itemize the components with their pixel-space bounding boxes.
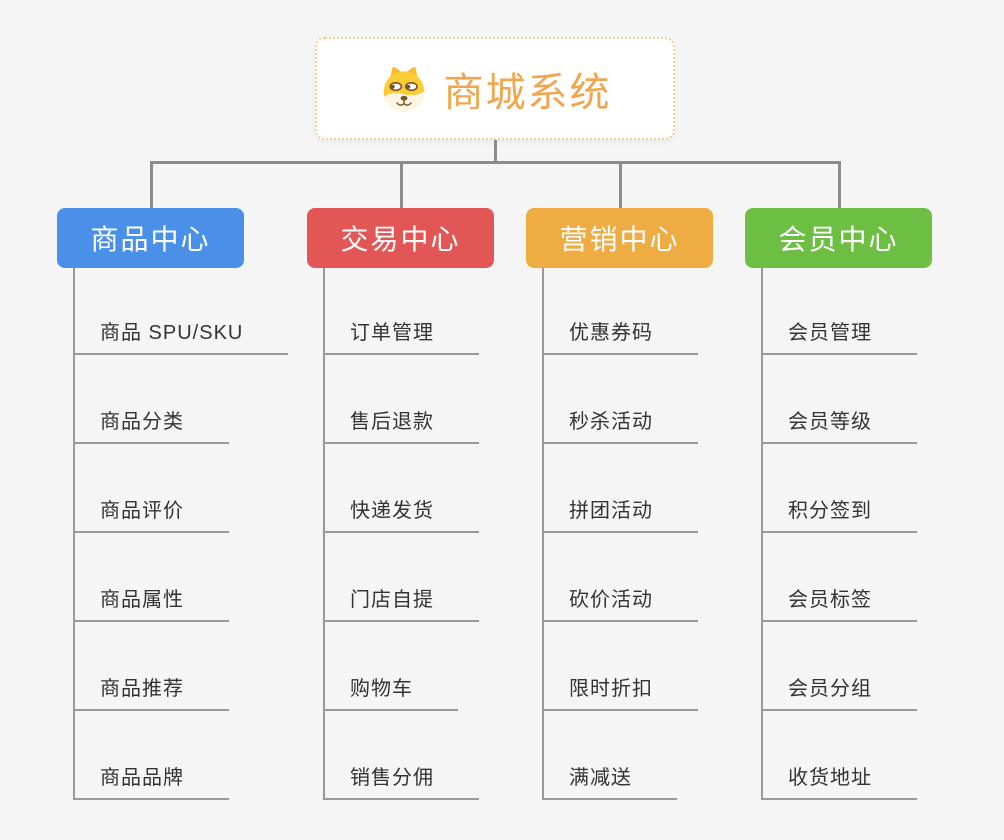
child-topic-label: 售后退款: [350, 411, 434, 433]
branch-drop-line: [399, 161, 403, 208]
shiba-dog-icon: [383, 66, 424, 112]
branch-topic-label: 交易中心: [340, 224, 461, 255]
child-topic[interactable]: 售后退款: [323, 404, 479, 444]
child-topic[interactable]: 快递发货: [323, 493, 479, 533]
child-topic[interactable]: 会员管理: [761, 315, 917, 355]
branch-topic[interactable]: 会员中心: [745, 208, 932, 268]
child-topic[interactable]: 商品属性: [73, 582, 229, 622]
branch-trunk-line: [542, 268, 544, 800]
branch-topic[interactable]: 营销中心: [526, 208, 713, 268]
branch-topic-label: 商品中心: [90, 224, 211, 255]
child-topic[interactable]: 商品评价: [73, 493, 229, 533]
child-topic[interactable]: 限时折扣: [542, 671, 698, 711]
child-topic[interactable]: 优惠券码: [542, 315, 698, 355]
child-topic-label: 会员标签: [788, 589, 872, 611]
branch-topic[interactable]: 交易中心: [307, 208, 494, 268]
child-topic[interactable]: 门店自提: [323, 582, 479, 622]
root-connector-stub: [494, 140, 497, 161]
child-topic[interactable]: 商品 SPU/SKU: [73, 315, 289, 355]
branch-trunk-line: [73, 268, 75, 800]
child-topic-label: 秒杀活动: [569, 411, 653, 433]
child-topic[interactable]: 积分签到: [761, 493, 917, 533]
branch-drop-line: [837, 161, 841, 208]
child-topic-label: 购物车: [350, 678, 413, 700]
child-topic-label: 满减送: [569, 767, 632, 789]
child-topic[interactable]: 收货地址: [761, 760, 917, 800]
child-topic[interactable]: 砍价活动: [542, 582, 698, 622]
child-topic-label: 商品分类: [100, 411, 184, 433]
child-topic-label: 商品品牌: [100, 767, 184, 789]
branch-topic-label: 会员中心: [778, 224, 899, 255]
child-topic-label: 拼团活动: [569, 500, 653, 522]
child-topic[interactable]: 会员等级: [761, 404, 917, 444]
child-topic-label: 收货地址: [788, 767, 872, 789]
child-topic[interactable]: 商品分类: [73, 404, 229, 444]
child-topic-label: 会员等级: [788, 411, 872, 433]
child-topic[interactable]: 购物车: [323, 671, 458, 711]
child-topic-label: 会员管理: [788, 322, 872, 344]
child-topic[interactable]: 商品品牌: [73, 760, 229, 800]
child-topic[interactable]: 秒杀活动: [542, 404, 698, 444]
child-topic[interactable]: 满减送: [542, 760, 677, 800]
child-topic[interactable]: 订单管理: [323, 315, 479, 355]
child-topic-label: 订单管理: [350, 322, 434, 344]
branch-topic[interactable]: 商品中心: [57, 208, 244, 268]
child-topic-label: 积分签到: [788, 500, 872, 522]
child-topic-label: 商品 SPU/SKU: [100, 322, 244, 344]
root-topic[interactable]: 商城系统: [315, 37, 675, 140]
branch-trunk-line: [761, 268, 763, 800]
branch-drop-line: [618, 161, 622, 208]
branch-connector-rail: [149, 161, 841, 164]
child-topic-label: 砍价活动: [569, 589, 653, 611]
branch-drop-line: [149, 161, 153, 208]
child-topic-label: 会员分组: [788, 678, 872, 700]
child-topic[interactable]: 销售分佣: [323, 760, 479, 800]
child-topic-label: 优惠券码: [569, 322, 653, 344]
branch-trunk-line: [323, 268, 325, 800]
child-topic-label: 商品评价: [100, 500, 184, 522]
child-topic-label: 商品推荐: [100, 678, 184, 700]
child-topic-label: 商品属性: [100, 589, 184, 611]
child-topic[interactable]: 商品推荐: [73, 671, 229, 711]
child-topic-label: 限时折扣: [569, 678, 653, 700]
child-topic-label: 销售分佣: [350, 767, 434, 789]
branch-topic-label: 营销中心: [559, 224, 680, 255]
root-topic-label: 商城系统: [443, 70, 612, 115]
child-topic[interactable]: 会员分组: [761, 671, 917, 711]
child-topic[interactable]: 会员标签: [761, 582, 917, 622]
child-topic-label: 门店自提: [350, 589, 434, 611]
child-topic-label: 快递发货: [350, 500, 434, 522]
child-topic[interactable]: 拼团活动: [542, 493, 698, 533]
